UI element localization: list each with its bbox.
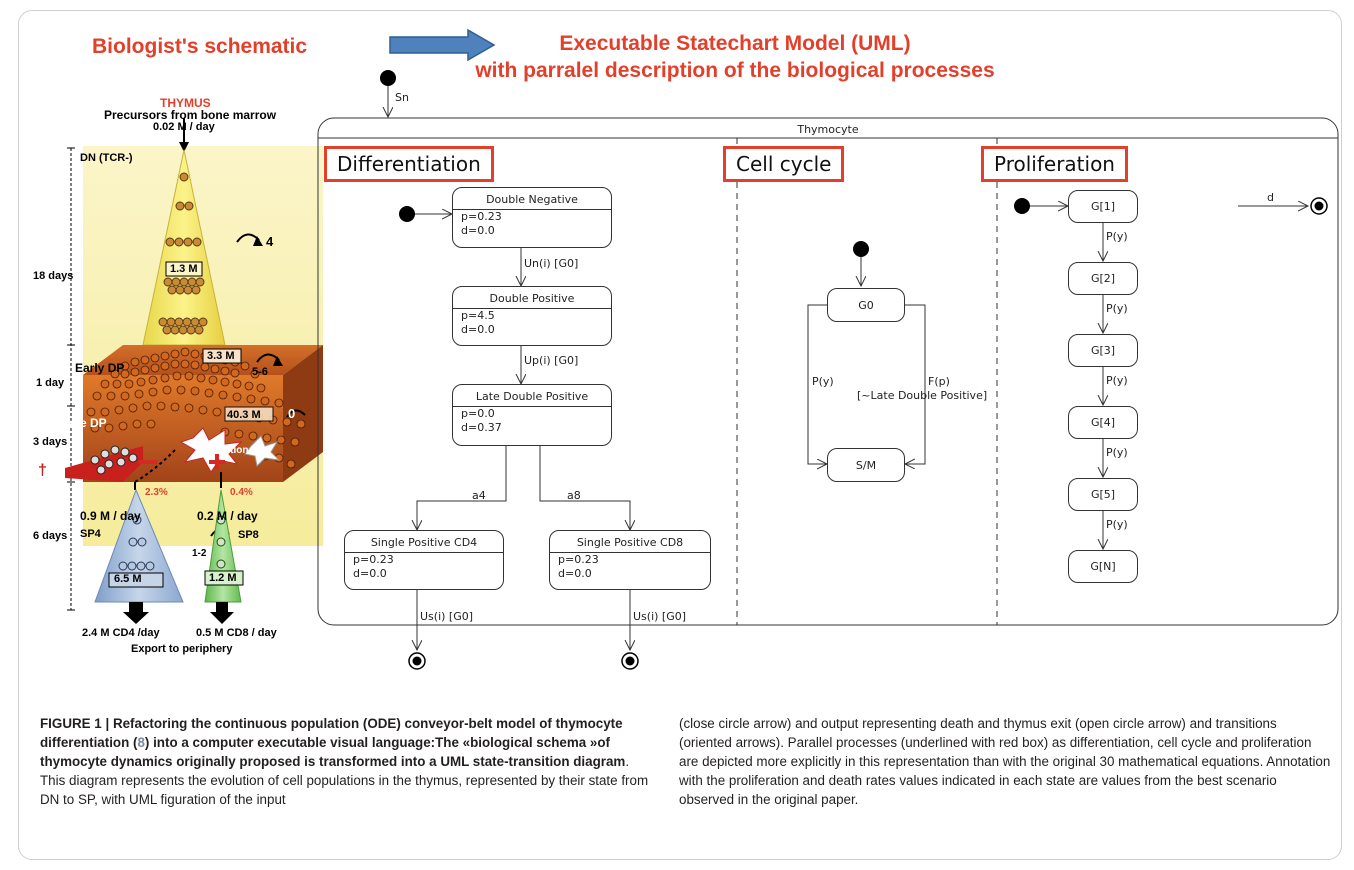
- sp4-pct-label: 2.3%: [145, 487, 168, 498]
- dn-days-label: 18 days: [33, 270, 74, 282]
- sp4-label: SP4: [80, 528, 101, 540]
- cd4-output-label: 2.4 M CD4 /day: [82, 627, 160, 639]
- state-s-m: S/M: [827, 448, 905, 482]
- late-dp-cycles-label: 0: [288, 406, 296, 421]
- initial-transition-label: Sn: [395, 91, 409, 104]
- state-p: p=4.5: [461, 309, 495, 322]
- caption-body-left: . This diagram represents the evolution …: [40, 754, 649, 807]
- biologist-schematic: [65, 118, 323, 624]
- state-g5: G[5]: [1068, 478, 1138, 511]
- left-header: Biologist's schematic: [92, 35, 308, 58]
- state-g4: G[4]: [1068, 406, 1138, 439]
- dn-count-label: 1.3 M: [170, 263, 198, 275]
- input-rate-label: 0.02 M / day: [153, 121, 215, 133]
- state-name: Late Double Positive: [453, 385, 611, 407]
- proliferation-transition-5: P(y): [1106, 518, 1128, 531]
- state-name: Single Positive CD8: [550, 531, 710, 553]
- selection-label: Selection: [204, 445, 249, 456]
- state-p: p=0.23: [558, 553, 599, 566]
- late-dp-count-label: 40.3 M: [227, 409, 261, 421]
- right-header-line2: with parralel description of the biologi…: [475, 59, 995, 82]
- state-d: d=0.37: [461, 421, 502, 434]
- thymocyte-container-title: Thymocyte: [797, 123, 859, 136]
- cell-cycle-guard: [~Late Double Positive]: [857, 389, 988, 402]
- state-late-double-positive: Late Double Positive p=0.0 d=0.37: [452, 384, 612, 446]
- statechart-lines: [317, 70, 1339, 670]
- sp8-count-label: 1.2 M: [209, 572, 237, 584]
- precursors-label: Precursors from bone marrow: [104, 108, 277, 122]
- state-d: d=0.0: [461, 224, 495, 237]
- proliferation-transition-2: P(y): [1106, 302, 1128, 315]
- state-single-positive-cd8: Single Positive CD8 p=0.23 d=0.0: [549, 530, 711, 590]
- state-g1: G[1]: [1068, 190, 1138, 223]
- state-p: p=0.23: [353, 553, 394, 566]
- state-d: d=0.0: [461, 323, 495, 336]
- sp8-pct-label: 0.4%: [230, 487, 253, 498]
- state-name: Double Positive: [453, 287, 611, 309]
- sp8-rate-label: 0.2 M / day: [197, 509, 258, 523]
- cd8-output-label: 0.5 M CD8 / day: [196, 627, 277, 639]
- transition-a8: a8: [567, 489, 581, 502]
- early-dp-count-label: 3.3 M: [207, 350, 235, 362]
- region-differentiation: Differentiation: [324, 146, 494, 182]
- state-d: d=0.0: [353, 567, 387, 580]
- export-label: Export to periphery: [131, 643, 233, 655]
- sp8-label: SP8: [238, 529, 259, 541]
- caption-ref-link[interactable]: 8: [137, 735, 145, 750]
- state-d: d=0.0: [558, 567, 592, 580]
- sp4-rate-label: 0.9 M / day: [80, 509, 141, 523]
- death-dagger: †: [38, 462, 47, 479]
- state-double-positive: Double Positive p=4.5 d=0.0: [452, 286, 612, 346]
- state-g0: G0: [827, 288, 905, 322]
- early-dp-label: Early DP: [75, 361, 125, 375]
- proliferation-transition-4: P(y): [1106, 446, 1128, 459]
- proliferation-transition-1: P(y): [1106, 230, 1128, 243]
- thymus-label: THYMUS: [160, 96, 211, 110]
- dn-cycles-label: 4: [266, 234, 274, 249]
- state-single-positive-cd4: Single Positive CD4 p=0.23 d=0.0: [344, 530, 504, 590]
- transition-us-cd4: Us(i) [G0]: [420, 610, 474, 623]
- early-dp-days-label: 1 day: [36, 377, 65, 389]
- transform-arrow-icon: [389, 28, 496, 62]
- late-dp-label: Late DP: [62, 416, 107, 430]
- caption-right: (close circle arrow) and output represen…: [679, 716, 1331, 807]
- exit-transition-d: d: [1267, 191, 1274, 204]
- dn-label: DN (TCR-): [80, 152, 133, 164]
- cell-cycle-transition-py: P(y): [812, 375, 834, 388]
- state-g3: G[3]: [1068, 334, 1138, 367]
- caption-lead-1: FIGURE 1 | Refactoring the continuous po…: [40, 716, 623, 750]
- right-header-line1: Executable Statechart Model (UML): [559, 32, 911, 55]
- transition-a4: a4: [472, 489, 486, 502]
- sp4-count-label: 6.5 M: [114, 573, 142, 585]
- transition-up: Up(i) [G0]: [524, 354, 579, 367]
- late-dp-days-label: 3 days: [33, 436, 68, 448]
- sp-days-label: 6 days: [33, 530, 68, 542]
- state-gn: G[N]: [1068, 550, 1138, 583]
- transition-us-cd8: Us(i) [G0]: [633, 610, 687, 623]
- early-dp-cycles-label: 5-6: [252, 366, 268, 378]
- region-cell-cycle: Cell cycle: [723, 146, 845, 182]
- caption-left: FIGURE 1 | Refactoring the continuous po…: [40, 714, 650, 809]
- state-p: p=0.0: [461, 407, 495, 420]
- state-name: Double Negative: [453, 188, 611, 210]
- state-double-negative: Double Negative p=0.23 d=0.0: [452, 187, 612, 248]
- proliferation-transition-3: P(y): [1106, 374, 1128, 387]
- caption-lead-2: ) into a computer executable visual lang…: [40, 735, 626, 769]
- state-p: p=0.23: [461, 210, 502, 223]
- figure-frame: [18, 10, 1342, 860]
- cell-cycle-transition-fp: F(p): [928, 375, 950, 388]
- region-proliferation: Proliferation: [981, 146, 1128, 182]
- sp-cycles-label: 1-2: [192, 548, 207, 559]
- state-g2: G[2]: [1068, 262, 1138, 295]
- transition-un: Un(i) [G0]: [524, 257, 579, 270]
- state-name: Single Positive CD4: [345, 531, 503, 553]
